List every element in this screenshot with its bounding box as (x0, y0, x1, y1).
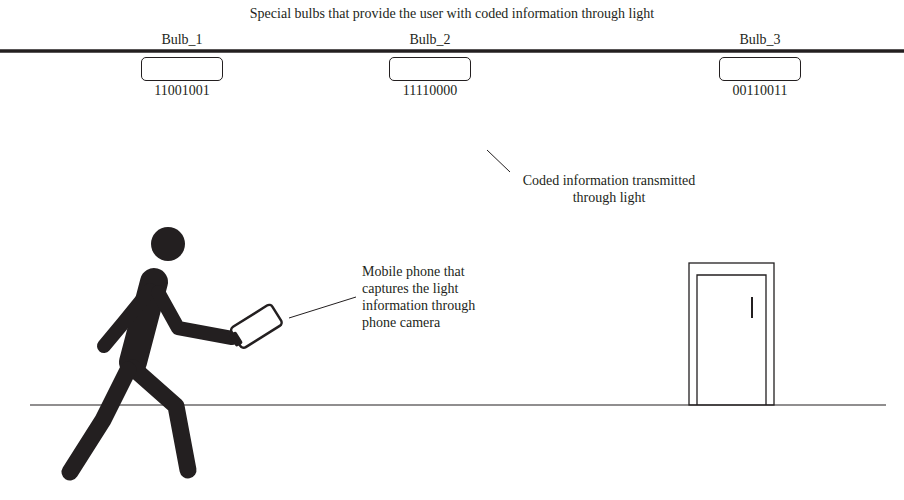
bulb-name: Bulb_1 (161, 31, 202, 48)
bulb-node: Bulb_3 00110011 (719, 31, 801, 99)
person-silhouette (70, 227, 232, 472)
bulb-node: Bulb_2 11110000 (389, 31, 471, 99)
bit-code: 11001001 (154, 82, 209, 99)
leader-line (289, 297, 356, 318)
bulb-shape (141, 57, 223, 81)
bulb-node: Bulb_1 11001001 (141, 31, 223, 99)
callout-text: Mobile phone that captures the light inf… (362, 263, 502, 331)
bulb-name: Bulb_2 (409, 31, 450, 48)
bit-code: 11110000 (403, 82, 457, 99)
leader-line (487, 150, 510, 172)
bulb-shape (389, 57, 471, 81)
mobile-phone (226, 303, 283, 351)
callout-text: Coded information transmitted through li… (520, 172, 698, 206)
bulb-shape (719, 57, 801, 81)
ceiling-line (0, 49, 904, 53)
bit-code: 00110011 (733, 82, 788, 99)
bulb-name: Bulb_3 (739, 31, 780, 48)
door (689, 263, 774, 405)
title: Special bulbs that provide the user with… (250, 5, 654, 22)
